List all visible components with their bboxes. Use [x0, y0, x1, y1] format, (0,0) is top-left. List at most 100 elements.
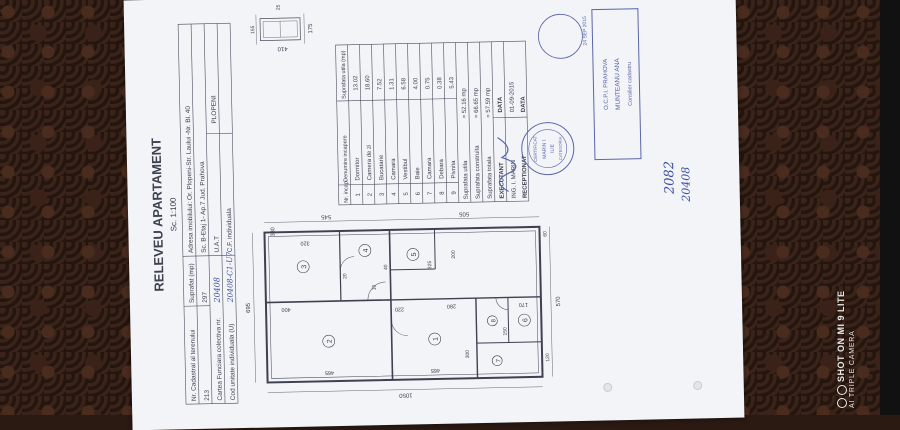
room-row-name: Camara	[391, 158, 397, 180]
room-row-nr: 1	[356, 193, 362, 197]
executant-data-label: DATA	[498, 96, 504, 113]
info-header-suprafata: Suprafat (mp)	[188, 263, 196, 303]
watermark-line1-text: SHOT ON MI 9 LITE	[836, 290, 846, 382]
suprafata-utila-label: Suprafata utila	[463, 160, 470, 199]
room-row-nr: 3	[380, 192, 386, 196]
dim-bottom-total: 570	[556, 296, 562, 307]
room-row-area: 0.38	[437, 76, 443, 88]
dim-330: 330	[270, 227, 276, 236]
room-row-name: Dormitor	[355, 158, 361, 181]
room-marker-8: 8	[491, 318, 497, 322]
room-row-nr: 6	[416, 191, 422, 195]
dim-465-upper: 465	[325, 369, 334, 375]
ocpi-stamp-line3: Consilier cadastru	[627, 62, 634, 106]
ocpi-stamp-date: 24 SEP 2015	[582, 16, 589, 46]
room-row-area: 7.52	[377, 78, 383, 90]
dim-40: 40	[383, 264, 389, 270]
ocpi-stamp: O.C.P.I. PRAHOVA MUNTEANU ANA Consilier …	[538, 9, 641, 161]
cellar-dim-25: 25	[276, 4, 282, 10]
room-row-name: Baie	[415, 167, 421, 180]
handwritten-note-1: 2082	[662, 161, 678, 195]
ocpi-stamp-line2: MUNTEANU ANA	[614, 58, 622, 110]
camera-watermark: SHOT ON MI 9 LITE AI TRIPLE CAMERA	[778, 318, 900, 348]
room-row-name: Camara	[427, 157, 433, 179]
rooms-header-suprafata: Suprafata utila (mp)	[341, 50, 348, 99]
executant-name: ING. I. MARIN	[511, 160, 518, 198]
camera-dot-icon	[837, 398, 847, 408]
room-marker-1: 1	[433, 337, 440, 341]
photo-edge	[880, 0, 900, 415]
punch-hole	[604, 383, 612, 391]
rooms-table-rows: 1 Dormitor 13.02 2 Camera de zi 18.60 3 …	[353, 73, 458, 197]
floor-plan	[252, 217, 552, 393]
fabric-background-left	[0, 0, 140, 415]
scale-label: Sc. 1:100	[169, 197, 179, 232]
executant-date: 01-09-2015	[509, 81, 516, 112]
dim-top-total: 695	[246, 302, 252, 313]
info-uat-label: U.A.T	[214, 236, 221, 253]
room-marker-2: 2	[327, 339, 334, 343]
dim-60: 60	[542, 231, 548, 237]
room-marker-6: 6	[522, 318, 529, 322]
document-page: RELEVEU APARTAMENT Sc. 1:100 Nr. Cadastr…	[130, 0, 739, 425]
watermark-line1: SHOT ON MI 9 LITE	[836, 258, 847, 408]
fabric-background-right	[735, 0, 900, 415]
dim-400: 400	[281, 306, 290, 312]
room-marker-5: 5	[411, 252, 418, 256]
room-row-area: 0.75	[425, 77, 431, 89]
info-suprafata-value: 297	[202, 292, 209, 303]
round-stamp: CERTIFICAT MARIN I. ILIE CATEGORIA	[521, 122, 574, 175]
room-row-area: 13.02	[353, 75, 359, 91]
room-row-nr: 7	[428, 191, 434, 195]
rooms-header-nr: Nr. incap	[343, 181, 349, 203]
round-stamp-line1: CERTIFICAT	[532, 136, 538, 162]
dim-20: 20	[342, 273, 348, 279]
info-cod-value: 20408-C1-U7	[225, 251, 235, 303]
suprafata-construita-label: Suprafata construita	[475, 145, 482, 199]
ocpi-stamp-line1: O.C.P.I. PRAHOVA	[603, 59, 610, 110]
watermark-line2: AI TRIPLE CAMERA	[849, 258, 856, 408]
info-cf-colectiva-value: 20408	[212, 277, 222, 304]
room-row-area: 1.31	[389, 77, 395, 89]
handwritten-note-2: 20408	[679, 167, 693, 203]
document-sheet: RELEVEU APARTAMENT Sc. 1:100 Nr. Cadastr…	[124, 0, 745, 430]
room-row-nr: 2	[368, 192, 374, 196]
camera-watermark-text: SHOT ON MI 9 LITE AI TRIPLE CAMERA	[836, 258, 856, 408]
info-cf-individuala-label: C.F. individuala	[226, 208, 234, 253]
info-header-cadastral: Nr. Cadastral al terenului	[189, 329, 197, 401]
room-row-name: Bucatarie	[379, 154, 386, 180]
dim-150: 150	[502, 327, 508, 336]
dim-10: 10	[372, 284, 378, 290]
suprafata-totala-label: Suprafata totala	[487, 156, 494, 199]
room-row-name: Pivnita	[451, 160, 457, 179]
rooms-header-denumire: Denumire incapere	[342, 135, 349, 182]
round-stamp-line3: ILIE	[550, 143, 556, 153]
cellar-dim-155: 155	[250, 25, 256, 34]
room-row-area: 5.43	[449, 76, 455, 88]
dim-200: 200	[451, 250, 457, 259]
room-row-name: Debara	[439, 158, 445, 178]
room-marker-3: 3	[301, 265, 308, 269]
room-row-nr: 8	[440, 191, 446, 195]
room-row-name: Camera de zi	[367, 145, 374, 181]
info-cadastral-value: 213	[204, 389, 211, 400]
room-row-nr: 9	[452, 191, 458, 195]
dim-300: 300	[465, 350, 471, 359]
room-row-area: 4.00	[413, 77, 419, 89]
room-row-nr: 5	[404, 192, 410, 196]
dim-465-lower: 465	[431, 367, 440, 373]
suprafata-totala-value: = 57.59 mp	[485, 87, 492, 118]
dim-170: 170	[519, 301, 528, 307]
suprafata-utila-value: = 52.16 mp	[461, 87, 468, 118]
dim-280: 280	[447, 303, 456, 309]
cellar-plan	[256, 14, 305, 45]
room-marker-4: 4	[363, 248, 370, 252]
document-drawing: RELEVEU APARTAMENT Sc. 1:100 Nr. Cadastr…	[130, 0, 739, 425]
info-cod-label: Cod unitate individuala (U)	[228, 324, 237, 401]
suprafata-construita-value: = 66.65 mp	[473, 87, 480, 118]
round-stamp-line4: CATEGORIA	[558, 136, 563, 160]
info-cf-colectiva-label: Cartea Funciara colectiva nr.	[215, 318, 224, 401]
room-markers	[297, 241, 532, 370]
punch-hole	[694, 381, 702, 389]
room-row-area: 6.58	[401, 77, 407, 89]
